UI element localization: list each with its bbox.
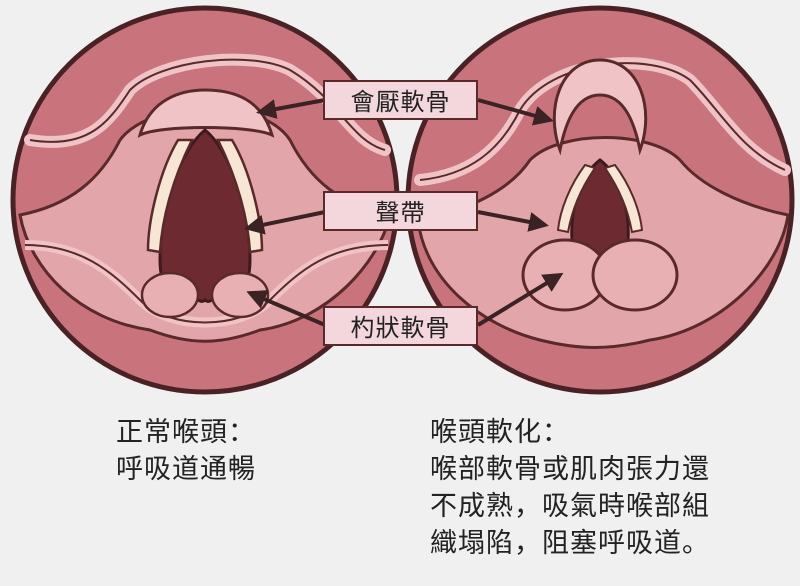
arrow-epiglottis-soft: [477, 98, 554, 126]
arrow-arytenoid-normal: [246, 290, 326, 327]
caption-laryngomalacia: 喉頭軟化： 喉部軟骨或肌肉張力還 不成熟，吸氣時喉部組 織塌陷，阻塞呼吸道。: [430, 414, 710, 562]
caption-normal-title: 正常喉頭：: [116, 417, 256, 448]
arrow-vocal-normal: [244, 210, 326, 235]
label-epiglottis: 會厭軟骨: [323, 80, 478, 120]
caption-normal-desc: 呼吸道通暢: [116, 454, 256, 485]
label-vocal-cords: 聲帶: [323, 191, 478, 231]
caption-soft-line3: 織塌陷，阻塞呼吸道。: [430, 528, 710, 559]
pointer-arrows: [244, 98, 564, 327]
caption-soft-line1: 喉部軟骨或肌肉張力還: [430, 454, 710, 485]
arrow-arytenoid-soft: [476, 272, 564, 327]
caption-soft-line2: 不成熟，吸氣時喉部組: [430, 491, 710, 522]
arrow-vocal-soft: [477, 210, 549, 232]
caption-soft-title: 喉頭軟化：: [430, 417, 570, 448]
laryngomalacia-illustration: [405, 5, 795, 395]
arrow-epiglottis-normal: [256, 98, 326, 119]
caption-normal: 正常喉頭： 呼吸道通暢: [116, 414, 256, 488]
label-arytenoid: 杓狀軟骨: [323, 306, 478, 346]
